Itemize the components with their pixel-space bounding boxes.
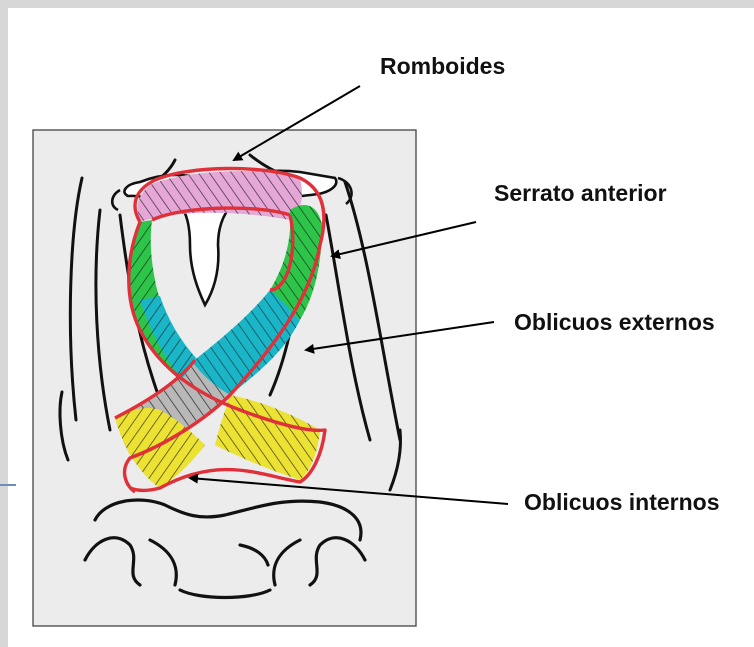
- label-serrato-anterior: Serrato anterior: [494, 180, 667, 207]
- label-oblicuos-internos: Oblicuos internos: [524, 489, 720, 516]
- label-romboides: Romboides: [380, 53, 505, 80]
- label-oblicuos-externos: Oblicuos externos: [514, 309, 715, 336]
